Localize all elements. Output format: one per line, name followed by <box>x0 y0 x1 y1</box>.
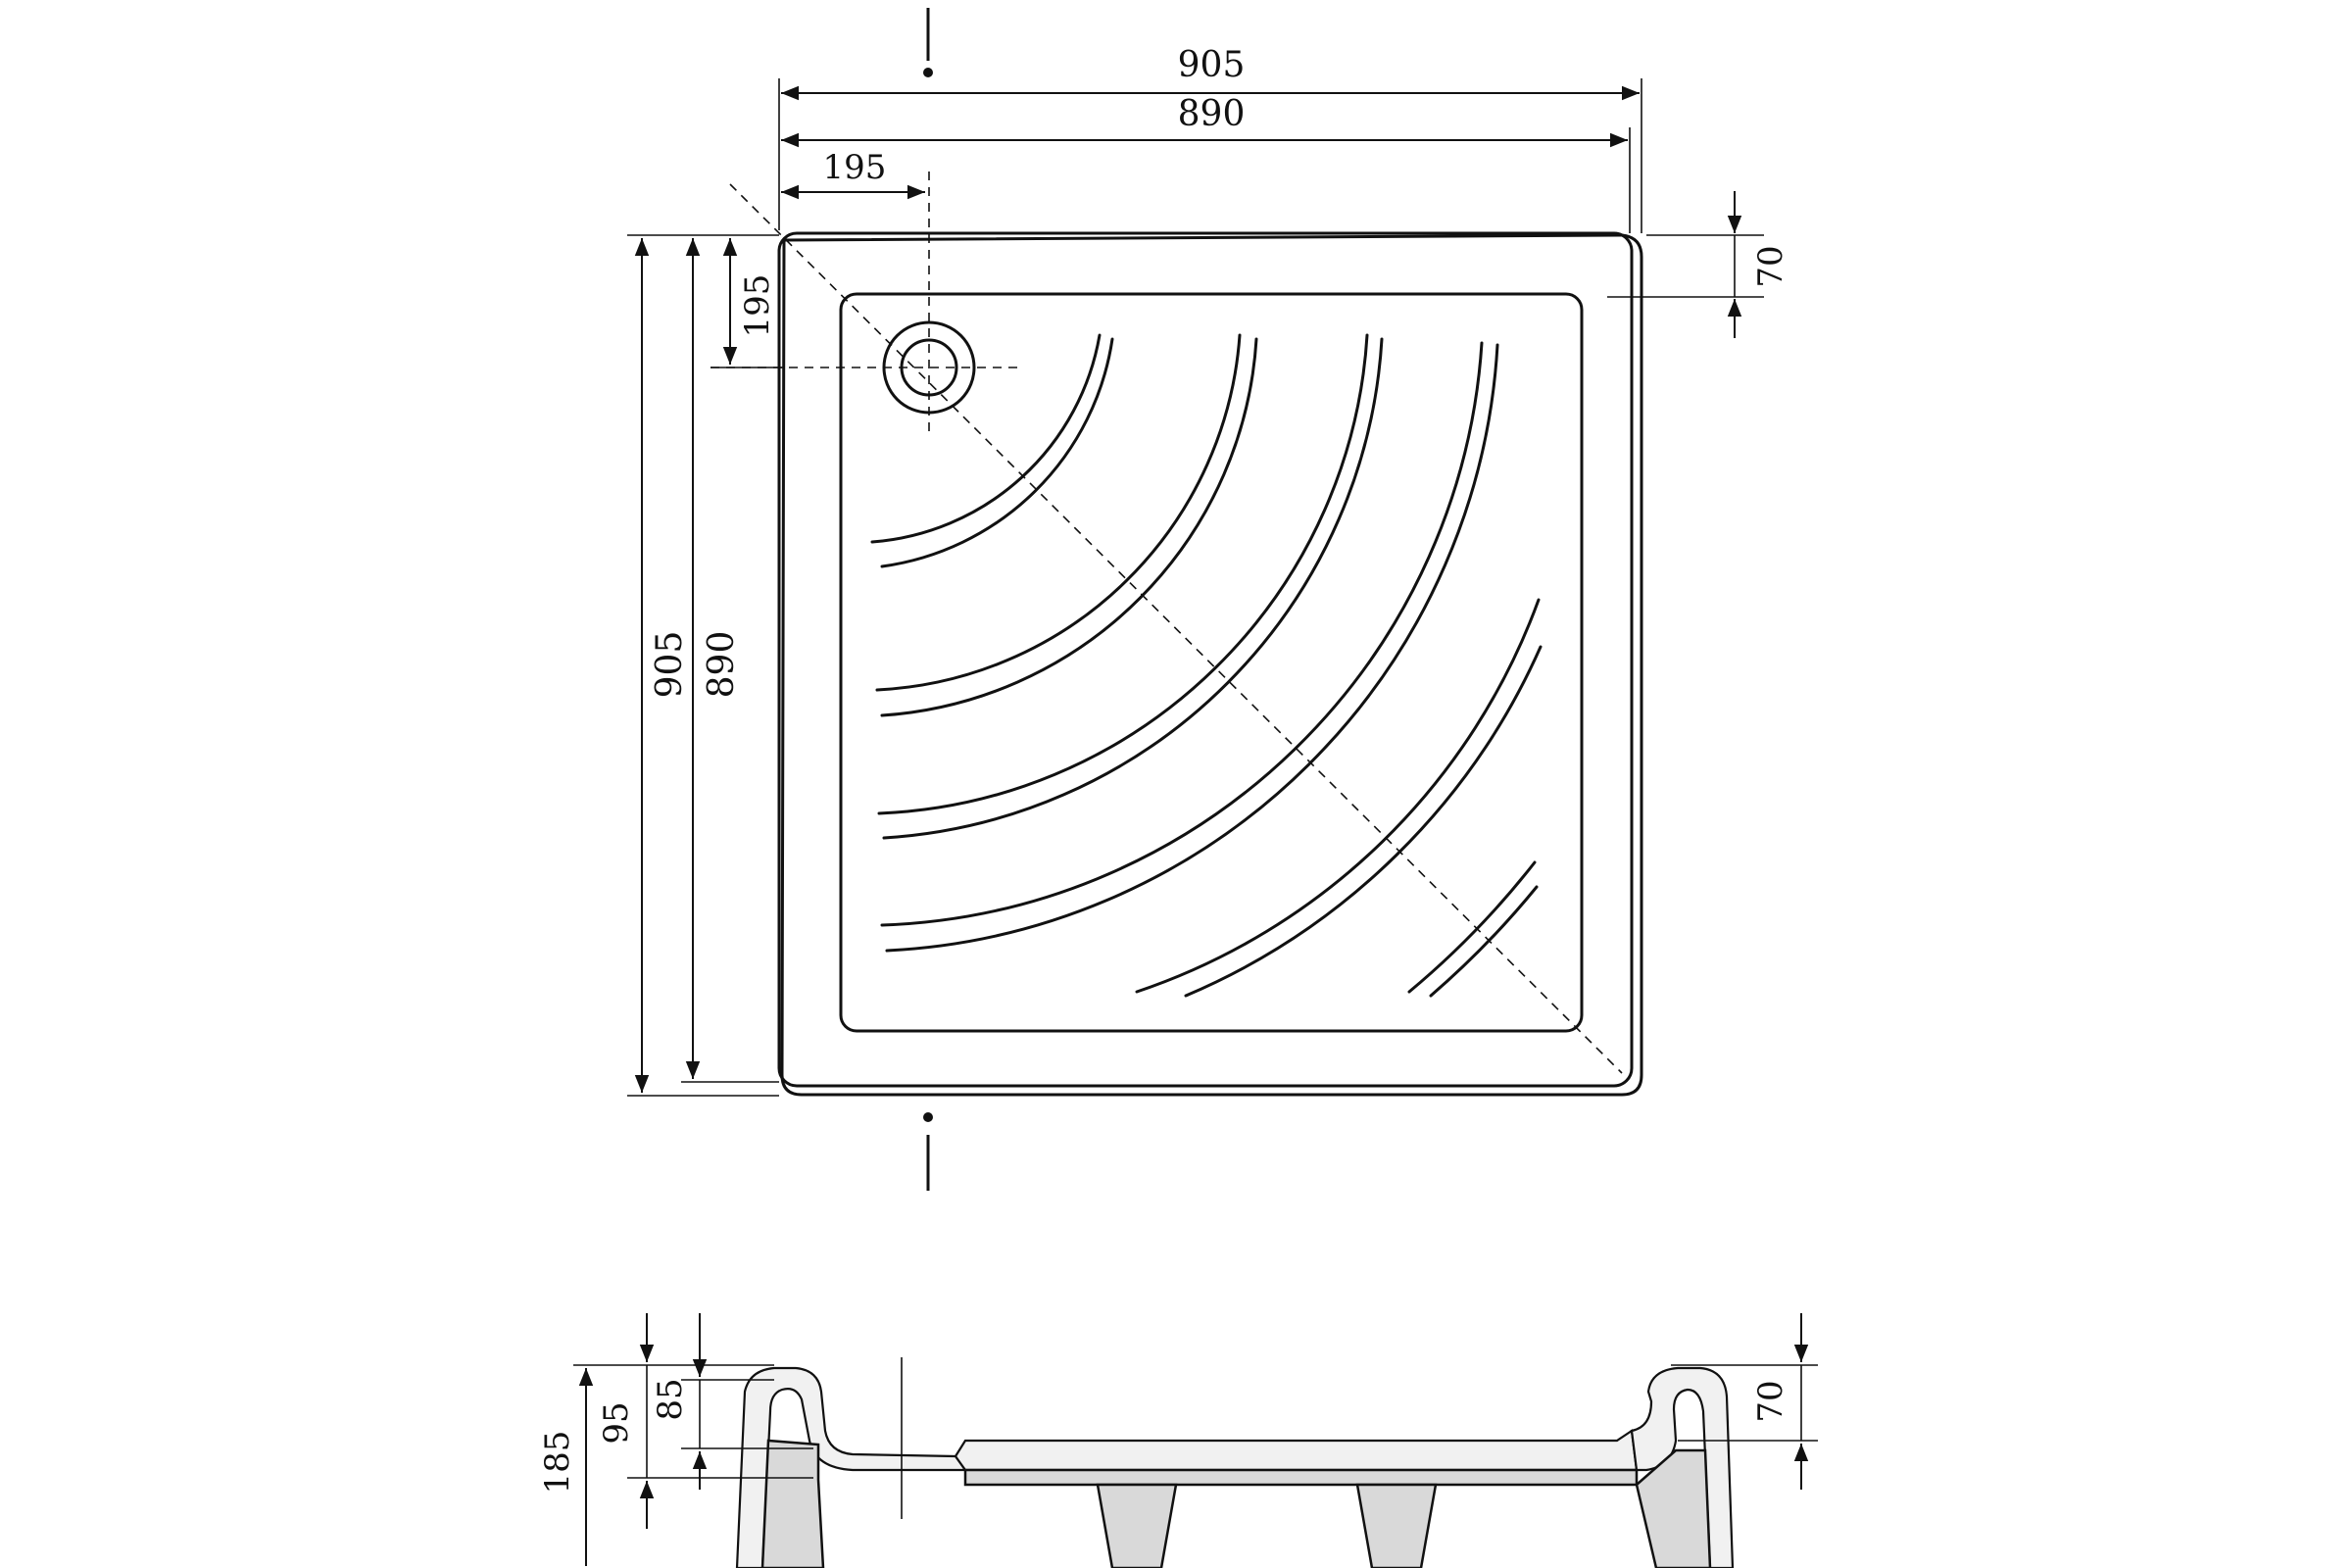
tray-grooves <box>870 333 1543 998</box>
section-rib-2 <box>1355 1483 1438 1568</box>
tray-outer-shadow <box>780 233 1643 1097</box>
plan-view: 905 890 195 905 890 195 70 <box>627 8 1790 1191</box>
dim-label-right-70: 70 <box>1751 245 1790 287</box>
dim-label-left-890: 890 <box>702 631 742 699</box>
section-mark-top <box>923 8 933 77</box>
dim-label-top-890: 890 <box>1178 94 1246 134</box>
dim-label-section-95: 95 <box>597 1401 636 1444</box>
section-floor <box>954 1429 1639 1472</box>
groove-6a <box>1407 860 1537 994</box>
section-mark-bottom <box>923 1112 933 1191</box>
groove-6b <box>1429 885 1539 998</box>
tray-basin <box>839 292 1584 1033</box>
dim-label-left-905: 905 <box>650 631 690 699</box>
section-left-foot <box>760 1439 825 1568</box>
groove-1a <box>870 333 1102 544</box>
groove-3b <box>882 337 1384 840</box>
dim-label-top-905: 905 <box>1178 45 1246 85</box>
dim-label-section-70: 70 <box>1751 1380 1790 1422</box>
groove-3a <box>877 333 1369 815</box>
groove-5b <box>1184 645 1543 998</box>
groove-4b <box>885 343 1499 953</box>
groove-1b <box>880 337 1114 568</box>
tray-rim <box>777 231 1634 1088</box>
groove-4a <box>880 341 1484 927</box>
dim-label-left-195: 195 <box>738 274 777 338</box>
section-floor-under <box>963 1468 1639 1487</box>
section-rib-1 <box>1096 1483 1178 1568</box>
diagonal-axis <box>729 183 1623 1074</box>
section-view: 185 95 85 70 <box>538 1313 1818 1568</box>
section-right-foot <box>1635 1448 1712 1568</box>
section-right-wall <box>1630 1366 1735 1568</box>
dim-label-section-185: 185 <box>538 1431 577 1494</box>
groove-2a <box>875 333 1242 692</box>
groove-5a <box>1135 598 1541 994</box>
groove-2b <box>880 337 1258 717</box>
dim-label-section-85: 85 <box>651 1378 690 1420</box>
dim-label-top-195: 195 <box>823 148 887 187</box>
